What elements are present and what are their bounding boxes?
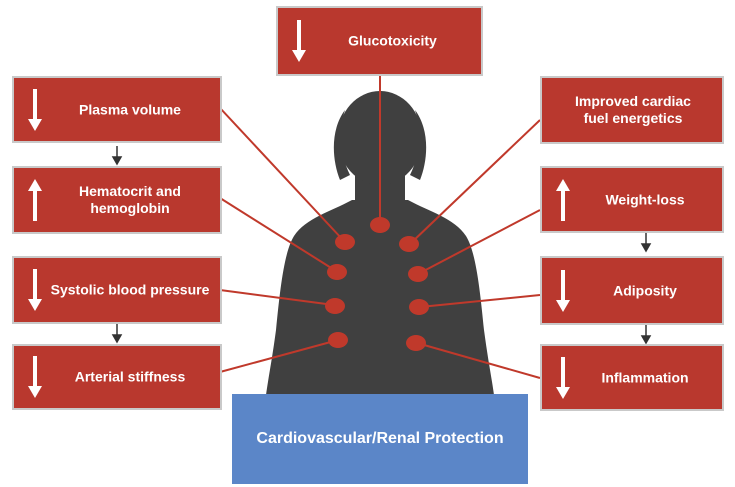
box-adiposity: Adiposity [540, 256, 724, 325]
down-arrow-icon [28, 354, 42, 400]
protection-label: Cardiovascular/Renal Protection [256, 430, 503, 448]
down-arrow-icon [292, 18, 306, 64]
protection-box: Cardiovascular/Renal Protection [232, 394, 528, 484]
systolic-bp-label: Systolic blood pressure [46, 282, 214, 299]
box-weight-loss: Weight-loss [540, 166, 724, 233]
glucotoxicity-label: Glucotoxicity [310, 33, 475, 50]
inflammation-label: Inflammation [574, 369, 716, 386]
down-arrow-icon [28, 87, 42, 133]
dot [328, 332, 348, 348]
box-hematocrit: Hematocrit and hemoglobin [12, 166, 222, 234]
plasma-volume-label: Plasma volume [46, 101, 214, 118]
down-arrow-icon [28, 267, 42, 313]
dot [409, 299, 429, 315]
dot [406, 335, 426, 351]
adiposity-label: Adiposity [574, 282, 716, 299]
dot [370, 217, 390, 233]
cardiac-fuel-label: Improved cardiac fuel energetics [550, 93, 716, 127]
box-glucotoxicity: Glucotoxicity [276, 6, 483, 76]
down-arrow-icon [556, 268, 570, 314]
dot [399, 236, 419, 252]
arterial-stiffness-label: Arterial stiffness [46, 369, 214, 386]
box-plasma-volume: Plasma volume [12, 76, 222, 143]
box-arterial-stiffness: Arterial stiffness [12, 344, 222, 410]
dot [408, 266, 428, 282]
up-arrow-icon [28, 177, 42, 223]
dot [325, 298, 345, 314]
box-cardiac-fuel: Improved cardiac fuel energetics [540, 76, 724, 144]
hematocrit-label: Hematocrit and hemoglobin [46, 183, 214, 217]
box-inflammation: Inflammation [540, 344, 724, 411]
weight-loss-label: Weight-loss [574, 191, 716, 208]
dot [327, 264, 347, 280]
dot [335, 234, 355, 250]
up-arrow-icon [556, 177, 570, 223]
down-arrow-icon [556, 355, 570, 401]
box-systolic-bp: Systolic blood pressure [12, 256, 222, 324]
